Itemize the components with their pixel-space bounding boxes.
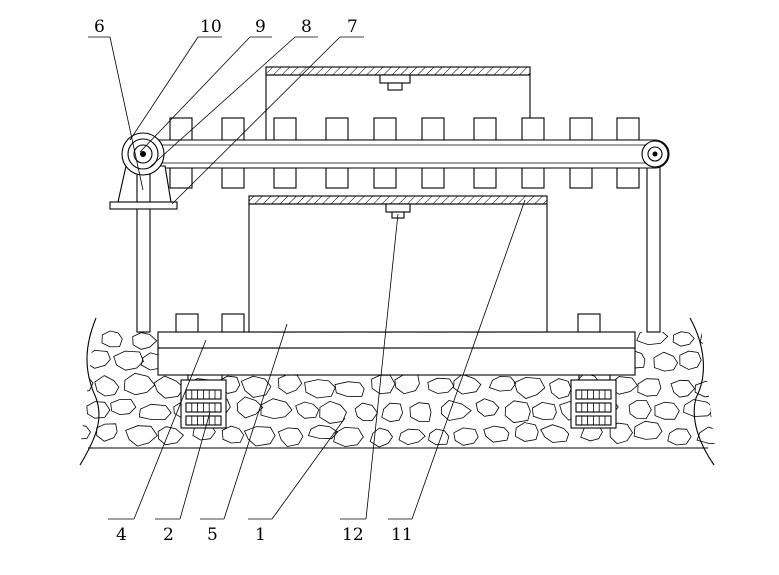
upper-nozzle [379,74,411,84]
label-1: 1 [255,525,266,545]
label-5: 5 [207,525,218,545]
belt-roller-top [169,117,193,141]
belt-roller-top [473,117,497,141]
lower-housing-body [248,203,548,333]
ground-left-edge [79,317,100,466]
lower-housing [248,195,548,333]
ground-right-edge [689,317,715,466]
label-11: 11 [391,525,413,545]
label-9: 9 [255,17,266,37]
belt-roller-top [221,117,245,141]
base-cavity [157,347,636,376]
base-roller [175,313,199,333]
right-pulley [641,140,669,168]
conveyor-belt [128,139,670,169]
base-platform [157,331,636,349]
part-labels: 6 10 9 8 7 4 2 5 1 12 11 [94,17,413,545]
belt-roller-bottom [421,167,445,189]
leader-lines [88,36,526,520]
right-post [646,162,661,333]
label-2: 2 [163,525,174,545]
right-wheel-teeth [575,389,612,426]
conveyor-assembly [128,117,670,189]
belt-roller-bottom [473,167,497,189]
belt-roller-top [421,117,445,141]
left-wheel-unit [180,375,227,429]
belt-roller-bottom [373,167,397,189]
lower-nozzle [385,203,411,213]
left-wheel-teeth [185,389,222,426]
belt-roller-top [569,117,593,141]
base-roller [577,313,601,333]
belt-roller-bottom [273,167,297,189]
right-wheel-unit [570,375,617,429]
belt-roller-bottom [169,167,193,189]
belt-roller-top [373,117,397,141]
label-6: 6 [94,17,105,37]
belt-roller-top [616,117,640,141]
belt-roller-bottom [569,167,593,189]
belt-roller-top [325,117,349,141]
belt-roller-bottom [221,167,245,189]
belt-roller-top [521,117,545,141]
bracket-foot [109,201,178,210]
belt-roller-bottom [521,167,545,189]
left-pulley [121,132,165,176]
label-12: 12 [342,525,364,545]
belt-roller-top [273,117,297,141]
base-roller [221,313,245,333]
upper-nozzle-tip [387,82,403,91]
lower-housing-hatched-plate [248,195,548,205]
label-4: 4 [116,525,127,545]
belt-roller-bottom [325,167,349,189]
label-10: 10 [200,17,222,37]
label-7: 7 [347,17,358,37]
belt-roller-bottom [616,167,640,189]
label-8: 8 [301,17,312,37]
